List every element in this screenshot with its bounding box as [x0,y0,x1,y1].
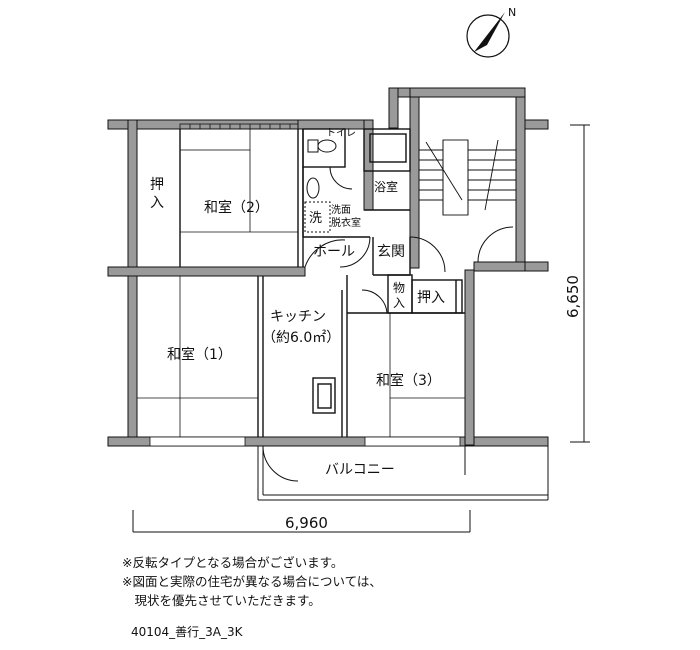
washitsu-3-label: 和室（3） [376,372,441,389]
hall-label: ホール [313,244,355,260]
room-labels: 和室（2） 和室（1） 和室（3） キッチン （約6.0㎡） ホール 玄関 浴室… [150,128,445,478]
interior-walls [137,128,465,437]
oshiire-left-label-1: 押 [150,177,164,193]
oshiire-right-label: 押入 [417,290,445,306]
wash-label: 洗 [309,211,322,226]
monoire-label-1: 物 [393,281,405,295]
notes: ※反転タイプとなる場合がございます。 ※図面と実際の住宅が異なる場合については、… [122,553,382,610]
washitsu-1-label: 和室（1） [167,346,232,363]
dimension-lines [132,124,590,533]
doors [262,166,514,482]
balcony-label: バルコニー [325,462,395,478]
compass: N [466,6,516,58]
depth-dimension: 6,650 [564,275,582,318]
balcony-outline [257,446,549,501]
note-line: ※図面と実際の住宅が異なる場合については、 [122,574,382,589]
sink-icon [306,177,320,199]
monoire-label-2: 入 [393,296,405,310]
bath-label: 浴室 [374,179,398,194]
wash-room-label-1: 洗面 [331,204,351,216]
compass-north-label: N [508,6,516,19]
width-dimension: 6,960 [285,514,328,532]
genkan-label: 玄関 [377,243,405,260]
washitsu-2-label: 和室（2） [204,199,269,216]
compass-needle-icon [474,12,505,52]
kitchen-size-label: （約6.0㎡） [262,330,340,346]
oshiire-left-label-2: 入 [150,195,164,211]
wash-room-label-2: 脱衣室 [331,216,361,229]
washing-machine-icon [304,201,331,233]
kitchen-label: キッチン [270,309,326,325]
exterior-walls [107,87,549,447]
plan-code: 40104_善行_3A_3K [131,625,243,639]
toilet-label: トイレ [326,128,356,139]
staircase [419,139,516,216]
note-line: ※反転タイプとなる場合がございます。 [122,555,344,570]
windows [149,123,461,447]
toilet-icon [307,139,337,153]
note-line: 現状を優先させていただきます。 [122,593,321,608]
